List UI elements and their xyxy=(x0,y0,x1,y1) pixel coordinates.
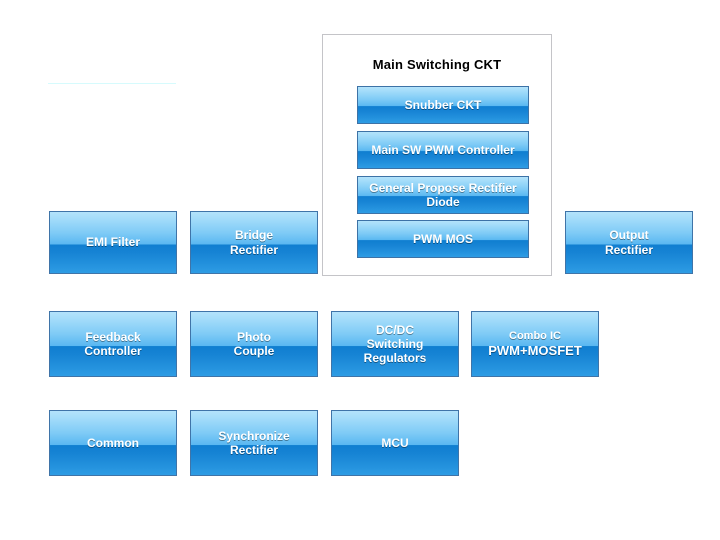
node-label-line: PWM MOS xyxy=(413,231,473,246)
node-label-line: Regulators xyxy=(363,351,427,366)
node-label-line: Synchronize xyxy=(218,428,290,443)
node-pwm-mos[interactable]: PWM MOS xyxy=(357,220,529,258)
node-emi-filter[interactable]: EMI Filter xyxy=(49,211,177,274)
node-output-rectifier[interactable]: Output Rectifier xyxy=(565,211,693,274)
node-label-line: MCU xyxy=(381,435,409,450)
node-label-line: Main SW PWM Controller xyxy=(371,142,515,157)
node-main-sw-pwm-controller[interactable]: Main SW PWM Controller xyxy=(357,131,529,169)
node-photo-couple[interactable]: Photo Couple xyxy=(190,311,318,377)
node-label-line: Feedback xyxy=(85,329,141,344)
node-label-line: Rectifier xyxy=(229,242,279,257)
node-common[interactable]: Common xyxy=(49,410,177,476)
node-label-line: General Propose Rectifier xyxy=(369,180,517,195)
node-label-line: Couple xyxy=(233,344,275,358)
node-general-propose-rectifier-diode[interactable]: General Propose Rectifier Diode xyxy=(357,176,529,214)
node-label-line: Rectifier xyxy=(604,242,654,257)
node-mcu[interactable]: MCU xyxy=(331,410,459,476)
group-title-main-switching-ckt: Main Switching CKT xyxy=(372,57,502,72)
node-combo-ic-pwm-mosfet[interactable]: Combo IC PWM+MOSFET xyxy=(471,311,599,377)
node-synchronize-rectifier[interactable]: Synchronize Rectifier xyxy=(190,410,318,476)
node-label-line: Diode xyxy=(426,195,460,209)
node-label-line: Photo xyxy=(237,329,271,344)
node-dcdc-switching-regulators[interactable]: DC/DC Switching Regulators xyxy=(331,311,459,377)
node-label-line: Switching xyxy=(366,336,424,351)
node-label-line: Common xyxy=(87,435,139,450)
node-label-line: Snubber CKT xyxy=(404,97,482,112)
node-bridge-rectifier[interactable]: Bridge Rectifier xyxy=(190,211,318,274)
accent-rule-divider xyxy=(48,83,176,84)
node-snubber-ckt[interactable]: Snubber CKT xyxy=(357,86,529,124)
node-label-line: PWM+MOSFET xyxy=(488,342,582,358)
node-feedback-controller[interactable]: Feedback Controller xyxy=(49,311,177,377)
node-label-line: Rectifier xyxy=(229,443,279,457)
node-label-line: Bridge xyxy=(234,228,273,243)
node-label-line: Controller xyxy=(84,344,142,358)
node-label-line: DC/DC xyxy=(376,322,414,337)
node-label-line: EMI Filter xyxy=(85,235,140,250)
node-label-line: Output xyxy=(609,228,649,243)
node-label-line: Combo IC xyxy=(509,329,561,342)
